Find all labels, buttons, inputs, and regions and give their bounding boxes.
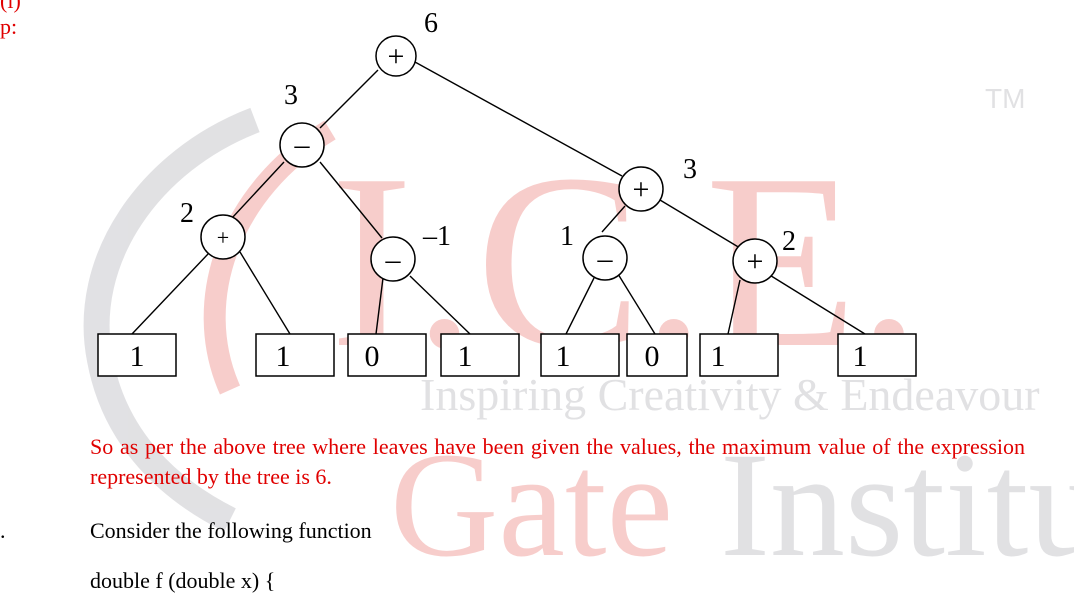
tree-edge bbox=[319, 69, 379, 129]
svg-text:1: 1 bbox=[560, 221, 574, 252]
svg-text:2: 2 bbox=[782, 226, 796, 257]
tree-leaf: 1 bbox=[699, 333, 779, 377]
tree-leaf: 1 bbox=[255, 333, 335, 377]
svg-text:1: 1 bbox=[276, 340, 291, 373]
tree-leaf: 1 bbox=[97, 333, 177, 377]
svg-text:3: 3 bbox=[284, 80, 298, 111]
tree-edge bbox=[131, 253, 209, 335]
tree-node-right-right: + 2 bbox=[732, 226, 796, 284]
svg-text:–: – bbox=[597, 242, 614, 275]
svg-text:+: + bbox=[217, 225, 229, 250]
tree-edge bbox=[767, 273, 866, 335]
section-label-fragment: p: bbox=[0, 14, 18, 39]
svg-text:Institute: Institute bbox=[720, 422, 1074, 588]
tree-edge bbox=[319, 161, 383, 239]
svg-text:–: – bbox=[294, 128, 311, 161]
tree-edge bbox=[659, 199, 741, 249]
svg-text:0: 0 bbox=[645, 340, 660, 373]
tree-leaf: 1 bbox=[540, 333, 620, 377]
tree-node-right-left: – 1 bbox=[560, 221, 628, 281]
tree-edge bbox=[231, 161, 285, 219]
tree-node-left-left: + 2 bbox=[180, 198, 246, 260]
tree-edge bbox=[565, 277, 595, 335]
tree-node-left-right: – –1 bbox=[370, 221, 451, 282]
svg-text:+: + bbox=[388, 40, 405, 73]
question-number: . bbox=[0, 518, 6, 543]
conclusion-text: So as per the above tree where leaves ha… bbox=[90, 434, 1025, 489]
tree-leaf: 0 bbox=[347, 333, 427, 377]
tree-edge bbox=[601, 205, 626, 233]
svg-text:1: 1 bbox=[458, 340, 473, 373]
svg-text:–: – bbox=[385, 243, 402, 276]
tree-edge bbox=[414, 61, 623, 177]
svg-text:6: 6 bbox=[424, 8, 438, 39]
svg-text:2: 2 bbox=[180, 198, 194, 229]
svg-text:Inspiring Creativity & Endeavo: Inspiring Creativity & Endeavour bbox=[420, 369, 1040, 420]
tree-leaf: 0 bbox=[626, 333, 688, 377]
svg-text:0: 0 bbox=[365, 340, 380, 373]
tree-edge bbox=[617, 273, 656, 335]
svg-text:1: 1 bbox=[556, 340, 571, 373]
question-text: Consider the following function bbox=[90, 518, 372, 543]
tree-leaf: 1 bbox=[440, 333, 520, 377]
svg-text:–1: –1 bbox=[422, 221, 451, 252]
tree-node-root: + 6 bbox=[375, 8, 438, 77]
code-line: double f (double x) { bbox=[90, 568, 276, 593]
tree-node-right: + 3 bbox=[618, 154, 697, 212]
svg-text:3: 3 bbox=[683, 154, 697, 185]
svg-text:1: 1 bbox=[711, 340, 726, 373]
svg-text:Gate: Gate bbox=[390, 422, 673, 588]
svg-text:+: + bbox=[747, 245, 764, 278]
tree-edge bbox=[239, 251, 291, 335]
tree-leaf: 1 bbox=[837, 333, 917, 377]
tree-edge bbox=[409, 275, 471, 335]
svg-text:+: + bbox=[633, 173, 650, 206]
svg-text:1: 1 bbox=[130, 340, 145, 373]
page-top-fragment: (i) bbox=[0, 0, 21, 13]
tree-edge bbox=[375, 277, 384, 335]
tree-edge bbox=[727, 279, 741, 335]
tree-node-left: – 3 bbox=[279, 80, 325, 168]
svg-text:TM: TM bbox=[985, 83, 1025, 114]
svg-text:1: 1 bbox=[853, 340, 868, 373]
